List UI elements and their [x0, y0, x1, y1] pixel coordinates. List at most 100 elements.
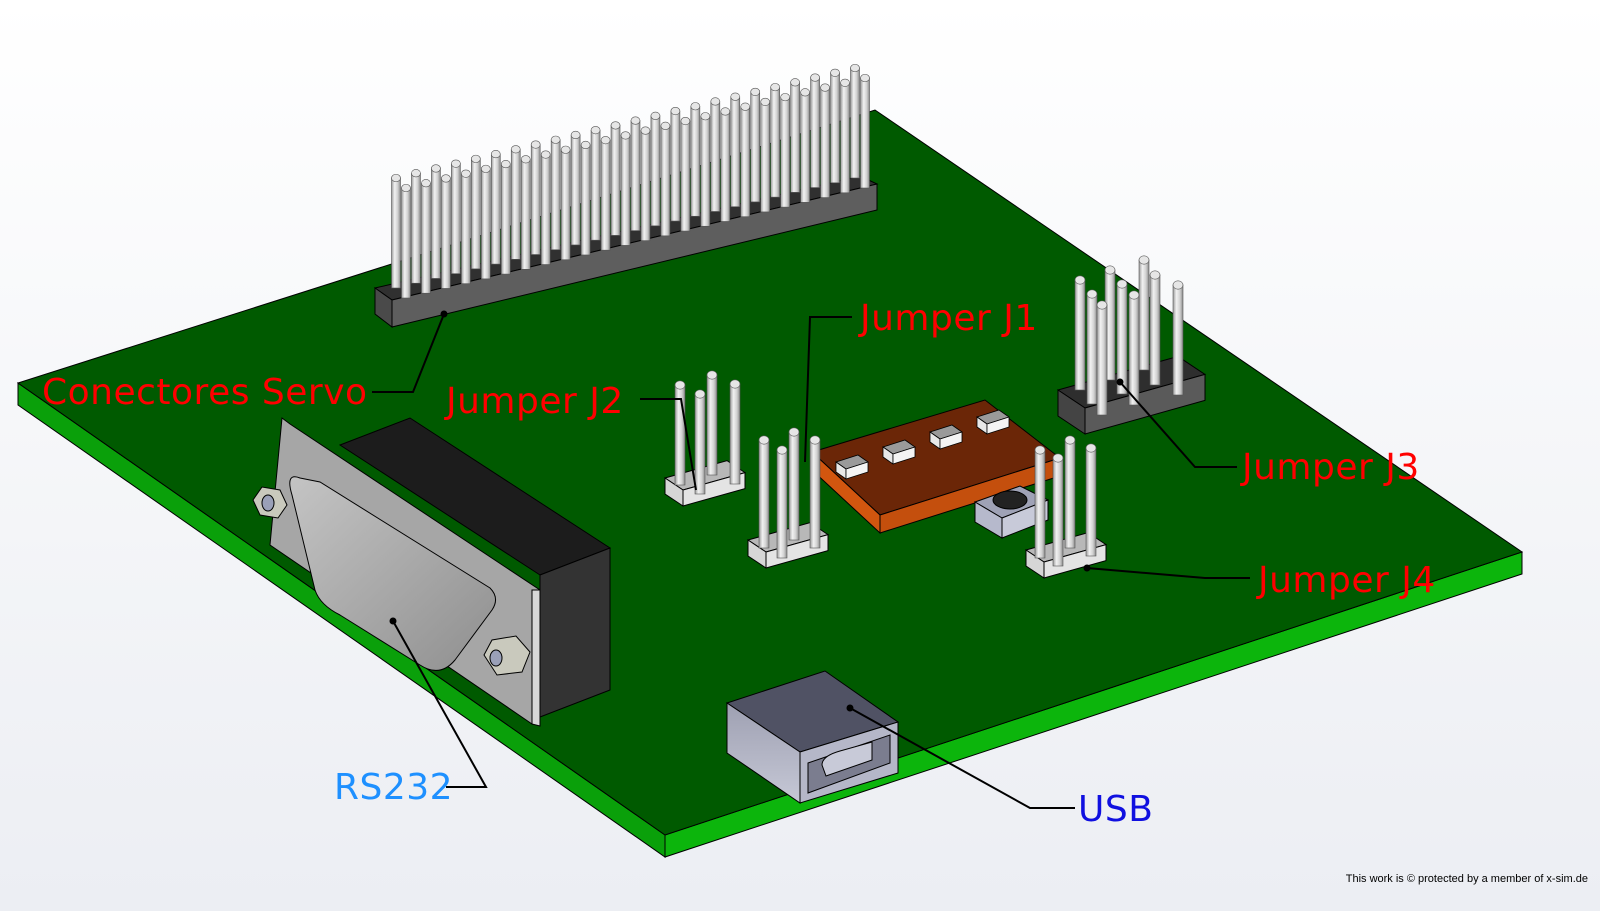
- pin: [788, 427, 800, 541]
- pin: [1116, 279, 1128, 395]
- pin: [750, 87, 761, 203]
- leds: [835, 409, 1010, 480]
- pin: [840, 78, 850, 194]
- watermark: This work is © protected by a member of …: [1345, 873, 1588, 885]
- pin: [758, 435, 770, 549]
- pin: [660, 121, 671, 237]
- label-jumper-j4: Jumper J4: [1258, 560, 1436, 601]
- leader-lines: [372, 310, 1250, 809]
- pin: [1085, 443, 1097, 557]
- pin: [710, 97, 721, 212]
- rs232-plate-edge: [531, 589, 541, 727]
- pin: [680, 116, 691, 232]
- pin: [650, 111, 661, 227]
- led: [835, 454, 869, 480]
- jumper-j1-header: [746, 427, 830, 569]
- pin: [570, 130, 581, 246]
- pin: [471, 154, 481, 270]
- led: [882, 439, 916, 465]
- pin: [1096, 300, 1108, 416]
- pin: [590, 126, 601, 241]
- pin: [690, 102, 701, 217]
- pin: [860, 73, 870, 189]
- pin: [1172, 280, 1184, 396]
- pin: [740, 102, 751, 217]
- pin: [431, 164, 441, 279]
- led-module: [811, 399, 1062, 535]
- label-jumper-j1: Jumper J1: [860, 298, 1038, 339]
- pin: [810, 73, 820, 188]
- pin: [776, 445, 788, 559]
- jumper-j3-header: [1056, 255, 1207, 435]
- pin: [706, 370, 718, 476]
- pin: [510, 145, 521, 260]
- pin: [1074, 275, 1086, 391]
- label-jumper-j2: Jumper J2: [446, 381, 624, 422]
- pin: [401, 183, 411, 299]
- servo-pins: [391, 63, 870, 299]
- pin: [1128, 290, 1140, 406]
- pin: [700, 112, 711, 227]
- jumper-j2-header: [663, 370, 747, 507]
- pin: [500, 160, 511, 275]
- pin: [1034, 445, 1046, 559]
- leader-servo: [372, 313, 445, 393]
- rs232-shell: [289, 476, 496, 671]
- pin: [630, 116, 641, 231]
- leader-j3: [1119, 381, 1237, 468]
- pin: [1138, 255, 1150, 371]
- leader-j2: [640, 398, 697, 491]
- pin: [481, 164, 491, 280]
- pin: [780, 93, 790, 208]
- pin: [760, 97, 771, 213]
- pin: [530, 140, 541, 255]
- pin: [560, 145, 571, 261]
- pin: [451, 159, 461, 274]
- usb-connector: [725, 670, 900, 804]
- small-headers: [663, 255, 1207, 579]
- pin: [850, 63, 860, 179]
- pin: [1086, 289, 1098, 405]
- servo-header: [373, 63, 879, 329]
- pin: [600, 136, 611, 251]
- leader-j4: [1086, 567, 1250, 579]
- label-usb: USB: [1078, 789, 1154, 830]
- pin: [461, 169, 471, 284]
- pin: [391, 173, 401, 289]
- pin: [640, 126, 651, 241]
- rs232-connector: [252, 417, 612, 727]
- pin: [820, 83, 830, 198]
- led: [976, 409, 1010, 435]
- pin: [580, 140, 591, 256]
- label-rs232: RS232: [334, 767, 454, 808]
- pin: [441, 174, 451, 289]
- led: [929, 424, 963, 450]
- push-button-cap: [992, 490, 1028, 510]
- jumper-j4-header: [1024, 435, 1108, 579]
- pin: [1064, 435, 1076, 549]
- pin: [730, 92, 741, 207]
- pin: [809, 435, 821, 549]
- hex-standoff-left-icon: [252, 486, 288, 519]
- pin: [720, 107, 731, 222]
- pin: [770, 83, 780, 198]
- pin: [790, 78, 800, 193]
- push-button: [973, 485, 1050, 539]
- pin: [540, 150, 551, 265]
- leader-rs232: [392, 620, 488, 788]
- label-jumper-j3: Jumper J3: [1242, 447, 1420, 488]
- pin: [1052, 453, 1064, 567]
- pin: [800, 88, 810, 203]
- hex-standoff-right-icon: [483, 635, 531, 676]
- pin: [670, 106, 681, 222]
- servo-header-side: [391, 183, 878, 328]
- pin: [674, 380, 686, 486]
- pin: [830, 68, 840, 184]
- label-conectores-servo: Conectores Servo: [42, 372, 368, 413]
- leader-j1: [804, 316, 852, 463]
- pin: [610, 121, 621, 236]
- pin: [620, 131, 631, 246]
- pin: [694, 389, 706, 495]
- pin: [520, 155, 531, 270]
